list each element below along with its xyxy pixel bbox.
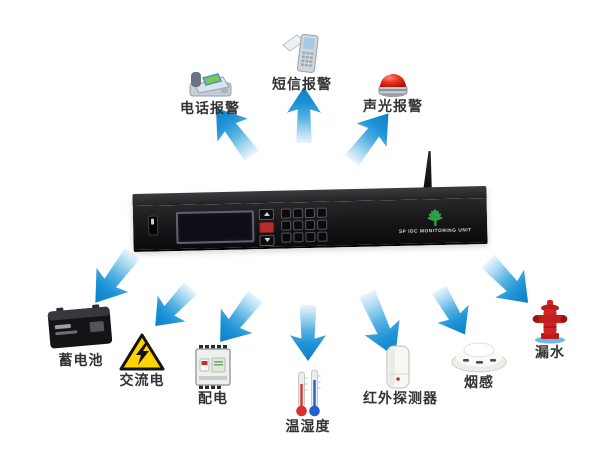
ac-power-node: 交流电 (110, 332, 174, 389)
down-arrow-button-icon (259, 234, 275, 247)
enter-button-icon (259, 221, 275, 234)
water-leak-node: 漏水 (522, 298, 578, 361)
up-arrow-button-icon (258, 208, 275, 221)
nav-buttons (258, 208, 275, 247)
fire-hydrant-icon (522, 298, 578, 344)
phone-alarm-label: 电话报警 (180, 100, 240, 116)
smoke-detector-node: 烟感 (446, 332, 512, 391)
high-voltage-warning-icon (110, 332, 174, 372)
temp-humidity-label: 温湿度 (285, 418, 331, 434)
mobile-phone-icon (262, 30, 342, 76)
smoke-detector-label: 烟感 (464, 374, 494, 390)
phone-alarm-node: 电话报警 (168, 58, 252, 117)
lcd-display (175, 210, 255, 245)
pir-sensor-icon (363, 344, 433, 390)
device-brand-label: SP IDC MONITORING UNIT (398, 227, 472, 235)
numeric-keypad (280, 207, 328, 243)
sms-alarm-label: 短信报警 (272, 76, 332, 92)
power-distribution-node: 配电 (183, 344, 243, 407)
power-switch-icon (147, 215, 159, 236)
monitoring-unit-device: SP IDC MONITORING UNIT (132, 185, 488, 253)
alarm-beacon-icon (352, 60, 434, 98)
infrared-detector-label: 红外探测器 (363, 390, 438, 406)
battery-label: 蓄电池 (58, 352, 104, 368)
ac-power-label: 交流电 (119, 372, 165, 388)
device-front-panel: SP IDC MONITORING UNIT (132, 197, 488, 253)
thermometers-icon (282, 368, 334, 418)
temp-humidity-node: 温湿度 (282, 368, 334, 435)
sound-light-alarm-node: 声光报警 (352, 60, 434, 115)
arrow-down-left-to-ac-power (141, 275, 204, 339)
fax-phone-icon (168, 58, 252, 100)
smoke-detector-icon (446, 332, 512, 374)
battery-node: 蓄电池 (36, 300, 126, 369)
battery-icon (36, 300, 126, 352)
sms-alarm-node: 短信报警 (262, 30, 342, 93)
water-leak-label: 漏水 (535, 344, 565, 360)
infrared-detector-node: 红外探测器 (363, 344, 438, 407)
tree-logo-icon (427, 209, 443, 227)
sound-light-alarm-label: 声光报警 (363, 98, 423, 114)
circuit-breaker-icon (183, 344, 243, 390)
power-distribution-label: 配电 (198, 390, 228, 406)
device-brand: SP IDC MONITORING UNIT (385, 207, 486, 235)
arrow-up-to-sms-alarm (287, 87, 321, 143)
arrow-down-to-temp-humidity (290, 305, 326, 361)
